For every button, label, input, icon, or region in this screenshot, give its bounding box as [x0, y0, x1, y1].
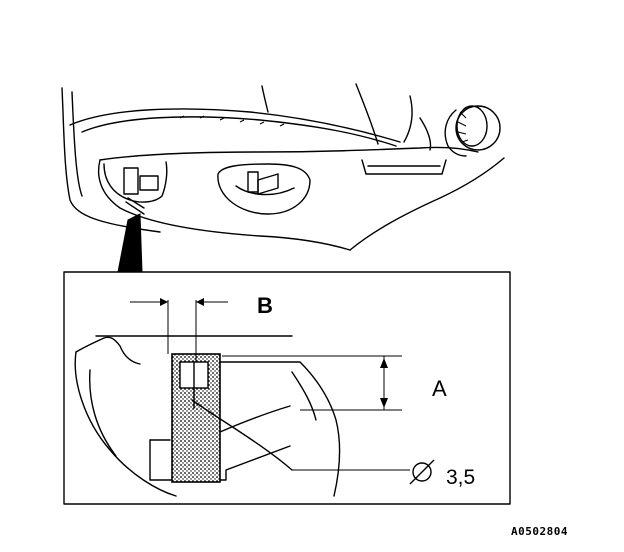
diameter-symbol-icon [409, 459, 435, 485]
detail-pointer-icon [117, 213, 143, 273]
detail-view [63, 271, 511, 505]
diameter-value-label: 3,5 [446, 466, 476, 489]
dimension-a [222, 355, 402, 411]
clip-hatched [171, 353, 221, 483]
dimension-b-label: B [257, 293, 273, 318]
seat-overview [61, 83, 505, 273]
dimension-b [167, 300, 197, 362]
dimension-a-label: A [432, 376, 447, 401]
reference-code: A0502804 [511, 525, 568, 538]
